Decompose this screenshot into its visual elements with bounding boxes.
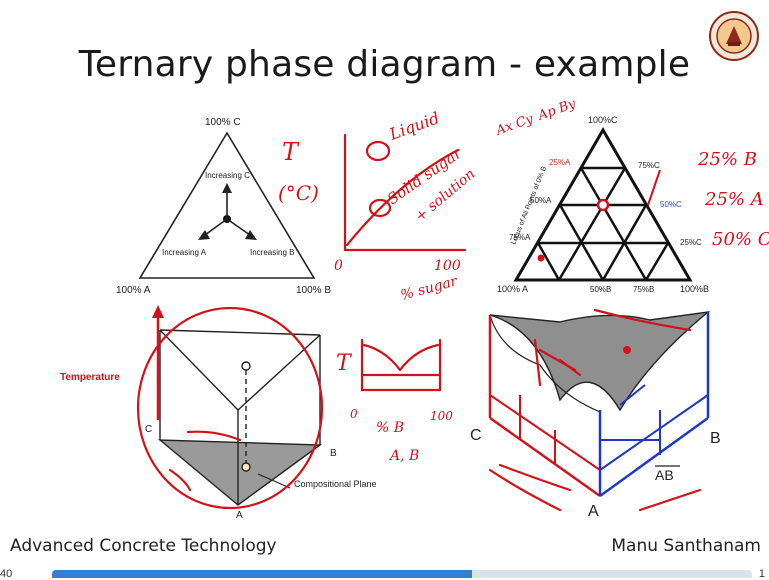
compositional-plane-label: Compositional Plane: [294, 479, 377, 489]
hw-apby: Ap By: [535, 96, 578, 124]
hw-pct-a: 25% A: [704, 189, 764, 210]
a25-label: 25%A: [549, 158, 571, 167]
slide-title: Ternary phase diagram - example: [78, 44, 691, 85]
ternary-triangle-basic: 100% C 100% A 100% B Increasing C Increa…: [116, 117, 331, 296]
b75-label: 75%B: [633, 285, 654, 294]
a50-label: 50%A: [530, 196, 552, 205]
liquidus-surface-3d: C B A AB: [470, 308, 721, 520]
hw-sugar-pct: % sugar: [399, 273, 460, 304]
increasing-a-label: Increasing A: [162, 248, 207, 257]
footer-author: Manu Santhanam: [611, 536, 761, 556]
c75-label: 75%C: [638, 161, 660, 170]
hw-axis-zero: 0: [350, 407, 358, 421]
hw-axis-b: % B: [376, 420, 404, 436]
ternary-grid-diagram: 100%C 100% A 100%B 75%C 50%C 25%C 25%A 5…: [497, 115, 709, 294]
apex-a-label: 100% A: [116, 285, 151, 296]
hw-liquid: Liquid: [386, 108, 442, 144]
hw-pct-c: 50% C: [712, 229, 769, 250]
a75-label: 75%A: [509, 233, 531, 242]
slide-progress-bar[interactable]: [52, 570, 752, 578]
slide-progress-fill: [52, 570, 472, 578]
surface-c-label: C: [470, 427, 482, 444]
hw-axis-100: 100: [430, 409, 453, 423]
prism-b-label: B: [330, 448, 337, 459]
hw-zero: 0: [334, 258, 343, 274]
footer-course-title: Advanced Concrete Technology: [10, 536, 277, 556]
c25-label: 25%C: [680, 238, 702, 247]
hw-t-label: T: [282, 138, 300, 166]
hw-c-unit: (°C): [278, 181, 319, 205]
prism-a-label: A: [236, 510, 243, 521]
apex-c-label: 100% C: [205, 117, 241, 128]
apex-b-label: 100% B: [296, 285, 331, 296]
hw-t2-label: T: [336, 351, 353, 376]
prism-c-label: C: [145, 424, 152, 435]
grid-top-label: 100%C: [588, 115, 618, 125]
hw-axcy: Ax Cy: [493, 111, 536, 139]
hw-ab-small: A, B: [388, 448, 419, 464]
hw-hundred: 100: [434, 258, 461, 274]
grid-right-label: 100%B: [680, 284, 709, 294]
grid-left-label: 100% A: [497, 284, 528, 294]
surface-b-label: B: [710, 430, 721, 447]
surface-a-label: A: [588, 503, 599, 520]
increasing-c-label: Increasing C: [205, 171, 250, 180]
temperature-label: Temperature: [60, 372, 120, 383]
hw-pct-b: 25% B: [697, 149, 757, 170]
page-number-left: 40: [0, 568, 13, 580]
institute-logo-icon: [709, 11, 759, 61]
b50-label: 50%B: [590, 285, 611, 294]
ternary-prism-3d: Temperature C B A Compositional Plane: [60, 305, 377, 521]
surface-ab-label: AB: [655, 467, 674, 483]
page-number-right: 1: [758, 568, 765, 580]
annotation-circle: [136, 306, 324, 510]
increasing-b-label: Increasing B: [250, 248, 294, 257]
c50-label: 50%C: [660, 200, 682, 209]
